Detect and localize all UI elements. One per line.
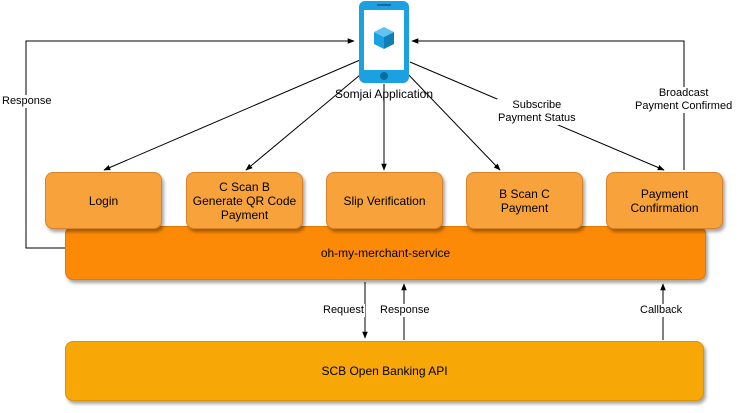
feature-slip-verification: Slip Verification [326,172,443,229]
feature-payment-confirmation: Payment Confirmation [606,172,723,229]
feature-payment-confirmation-label: Payment Confirmation [630,186,699,215]
feature-c-scan-b: C Scan B Generate QR Code Payment [186,172,303,229]
merchant-service-box: oh-my-merchant-service [65,226,706,280]
edge-label-request: Request [322,304,365,317]
app-label: Somjai Application [334,87,434,101]
edge-label-response-api: Response [379,304,431,317]
mobile-phone-icon [358,0,410,84]
feature-login: Login [45,172,162,229]
edge-label-subscribe: Subscribe Payment Status [497,99,577,125]
feature-b-scan-c: B Scan C Payment [466,172,583,229]
scb-api-box: SCB Open Banking API [65,341,704,401]
arrow-app-to-b-scan-c [403,69,501,171]
feature-login-label: Login [88,193,119,208]
feature-b-scan-c-label: B Scan C Payment [499,186,550,215]
arrow-app-to-c-scan-b [245,69,367,171]
arrow-response-loop [25,38,355,249]
arrow-app-to-login [103,59,361,171]
feature-c-scan-b-label: C Scan B Generate QR Code Payment [192,179,297,222]
scb-api-label: SCB Open Banking API [321,364,448,378]
arrow-broadcast-loop [411,38,685,170]
edge-label-callback: Callback [639,304,684,317]
edge-label-response-left: Response [1,95,53,108]
feature-slip-verification-label: Slip Verification [343,193,426,208]
edge-label-broadcast: Broadcast Payment Confirmed [634,87,734,113]
merchant-service-label: oh-my-merchant-service [320,246,451,260]
